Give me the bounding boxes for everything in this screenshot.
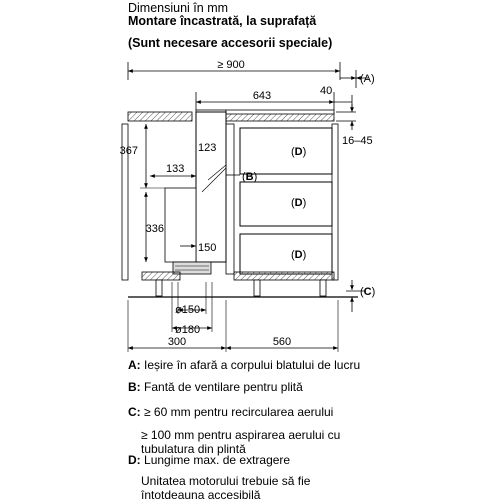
label-150: 150 [198, 242, 216, 254]
marker-c-label: (C) [360, 286, 375, 298]
legend-c: C: ≥ 60 mm pentru recircularea aerului [128, 405, 334, 419]
cabinet-side-left [121, 123, 129, 281]
legend-b: B: Fantă de ventilare pentru plită [128, 380, 303, 394]
drawer-column-inner-wall [225, 123, 235, 275]
marker-a-label: (A) [360, 73, 375, 85]
dimension-width-643 [195, 92, 334, 110]
label-123: 123 [198, 142, 216, 154]
label-300: 300 [168, 336, 186, 348]
dimension-dia-150 [177, 282, 207, 314]
plinth-left [141, 271, 181, 281]
label-dia-180: ø180 [175, 324, 200, 336]
motor-housing [164, 187, 197, 263]
label-336: 336 [146, 223, 164, 235]
marker-b-label: (B) [242, 171, 257, 183]
label-16-45: 16–45 [342, 135, 373, 147]
legend-d: D: Lungime max. de extragere [128, 453, 291, 467]
label-dia-150: ø150 [175, 304, 200, 316]
worktop-left [127, 111, 193, 122]
accessories-note: (Sunt necesare accesorii speciale) [128, 36, 333, 50]
dimension-width-900 [127, 62, 341, 80]
drawer-1 [239, 127, 333, 175]
units-note: Dimensiuni în mm [128, 1, 229, 15]
drawer-3-label: (D) [291, 249, 306, 261]
drawer-1-label: (D) [291, 146, 306, 158]
dimension-16-45 [336, 104, 356, 130]
label-min-width: ≥ 900 [217, 59, 244, 71]
cabinet-side-right [331, 123, 339, 281]
installation-title: Montare încastrată, la suprafață [128, 14, 317, 28]
motor-access-note: Unitatea motorului trebuie să fie întotd… [141, 474, 311, 502]
dimension-40 [333, 92, 353, 110]
fan-unit [172, 261, 212, 275]
dimension-dia-180 [171, 282, 213, 332]
hob-plate [225, 109, 335, 115]
label-133: 133 [166, 163, 184, 175]
drawer-3 [239, 233, 333, 275]
dimension-300 [127, 300, 227, 352]
label-40: 40 [320, 85, 332, 97]
legend-a: A: Ieșire în afară a corpului blatului d… [128, 358, 361, 372]
drawer-2 [239, 181, 333, 227]
label-643: 643 [253, 90, 271, 102]
marker-a-arrow [340, 70, 368, 88]
label-560: 560 [273, 336, 291, 348]
dimension-367 [140, 124, 165, 189]
drawer-2-label: (D) [291, 197, 306, 209]
plinth-right [233, 271, 335, 281]
label-367: 367 [120, 145, 138, 157]
legend-c-extra: ≥ 100 mm pentru aspirarea aerului cu tub… [141, 428, 341, 456]
marker-c-arrow [346, 280, 366, 312]
cabinet-feet [155, 279, 327, 297]
downdraft-duct [195, 111, 227, 263]
dimension-560 [226, 300, 339, 352]
